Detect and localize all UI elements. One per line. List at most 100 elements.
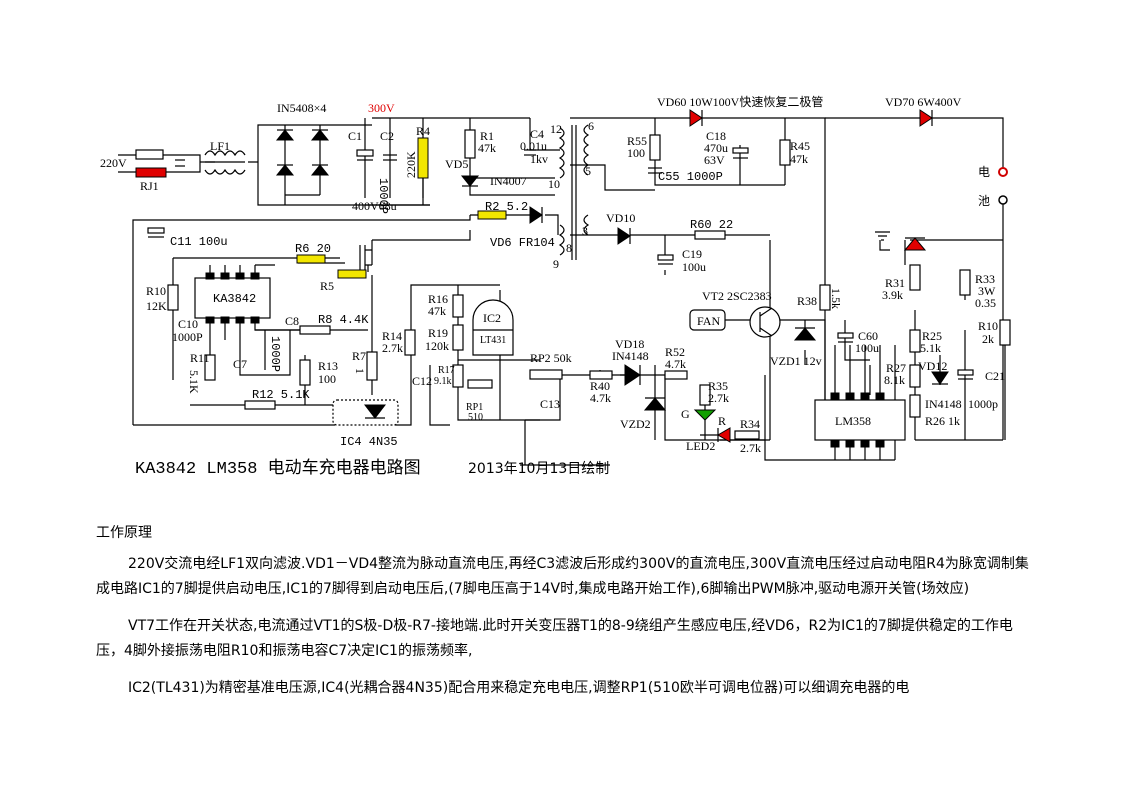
label-r4v: 220K [404,151,418,178]
label-c8: C8 [285,314,299,328]
r27-resistor [909,364,921,388]
r13-resistor [299,359,311,386]
label-vd18: VD18 [615,337,644,351]
label-vzd2: VZD2 [620,417,651,431]
label-r52v: 4.7k [665,357,686,371]
r7-resistor [366,351,378,381]
transformer [558,124,590,260]
battery-terminals [998,167,1008,205]
label-r10bv: 2k [982,332,994,346]
lm358-ic [814,392,906,448]
label-vd70: VD70 6W400V [885,95,962,109]
r10-resistor [167,284,179,311]
vd70-diode [919,109,933,127]
label-pin6: 6 [588,119,594,133]
label-fan: FAN [697,314,720,328]
label-r12: R12 5.1K [252,388,310,402]
label-r40: R40 [590,379,610,393]
r11-resistor [204,354,216,381]
label-in4148b: IN4148 [925,397,962,411]
label-rp1: RP1 [466,402,483,413]
vd18-diode [624,364,641,386]
c2-capacitor [383,154,397,161]
r25-resistor [909,329,921,353]
label-batt1: 电 [978,165,990,179]
label-batt2: 池 [978,194,990,208]
rp1-potentiometer [467,379,493,389]
rp2-potentiometer [529,369,563,380]
label-r7: R7 [352,349,366,363]
label-r60: R60 22 [690,218,733,232]
label-r10b: R10 [978,319,998,333]
label-c1v: 400V68u [352,199,397,213]
diagram-date: 2013年10月13日绘制 [468,461,609,477]
ic2-lt431 [472,299,514,356]
vzd1-zener [793,327,817,341]
label-r7v: 1 [353,368,367,374]
ic4-optocoupler [332,399,399,426]
fan-box [689,309,726,331]
label-r25v: 5.1k [920,341,941,355]
diagram-title: KA3842 LM358 电动车充电器电路图 [135,458,421,479]
label-c18v2: 63V [704,153,725,167]
label-r40v: 4.7k [590,391,611,405]
label-c7: C7 [233,357,247,371]
label-c13: C13 [540,397,560,411]
label-c4v2: 1kv [530,152,548,166]
label-r31v: 3.9k [882,288,903,302]
r31-resistor [909,264,921,291]
vzd2-zener [643,397,667,411]
r35-resistor [699,384,711,406]
label-220v: 220V [100,156,127,170]
label-r33: R33 [975,272,995,286]
label-r8: R8 4.4K [318,313,369,327]
label-r55v: 100 [627,146,645,160]
label-r45v: 47k [790,152,808,166]
ka3842-ic [194,272,271,324]
r38-resistor [819,284,831,311]
label-r17: R17 [438,365,455,376]
label-ka3842: KA3842 [213,292,256,306]
label-c21v: 1000p [968,397,998,411]
label-pin9: 9 [553,257,559,271]
fuse-resistor [135,149,167,178]
lf1-inductor [175,150,246,175]
description-text: 工作原理 220V交流电经LF1双向滤波.VD1－VD4整流为脉动直流电压,再经… [96,522,1031,713]
r34-resistor [734,430,760,440]
c55-capacitor [648,167,662,174]
label-r33v: 3W [978,284,996,298]
label-r26: R26 1k [925,414,960,428]
label-r1: R1 [480,129,494,143]
label-r10v: 12K [146,299,167,313]
label-c12: C12 [412,374,432,388]
label-r38: R38 [797,294,817,308]
label-vd12: VD12 [918,359,947,373]
label-r4: R4 [416,124,430,138]
label-r13: R13 [318,359,338,373]
label-ic4: IC4 4N35 [340,435,398,449]
label-c4: C4 [530,127,544,141]
label-r38v: 1.5k [829,288,843,309]
label-c18: C18 [706,129,726,143]
label-r11v: 5.1K [187,370,201,394]
label-pin12: 12 [550,122,562,136]
label-in4148a: IN4148 [612,349,649,363]
label-r1v: 47k [478,141,496,155]
r4-resistor [417,137,429,179]
vd60-diode [689,109,703,127]
label-r6: R6 20 [295,242,331,256]
vd12-diode [931,371,949,385]
r26-resistor [909,394,921,418]
label-vd6: VD6 FR104 [490,236,555,250]
label-led2: LED2 [686,439,715,453]
bridge-diodes [275,129,330,176]
label-c2: C2 [380,129,394,143]
r33-resistor [959,269,971,296]
paragraph-1: 220V交流电经LF1双向滤波.VD1－VD4整流为脉动直流电压,再经C3滤波后… [96,556,1029,597]
label-pin3: 3 [582,224,588,238]
label-g: G [681,407,690,421]
label-c18v: 470u [704,141,728,155]
label-c60: C60 [858,329,878,343]
c11-capacitor [147,227,165,238]
label-c1: C1 [348,129,362,143]
